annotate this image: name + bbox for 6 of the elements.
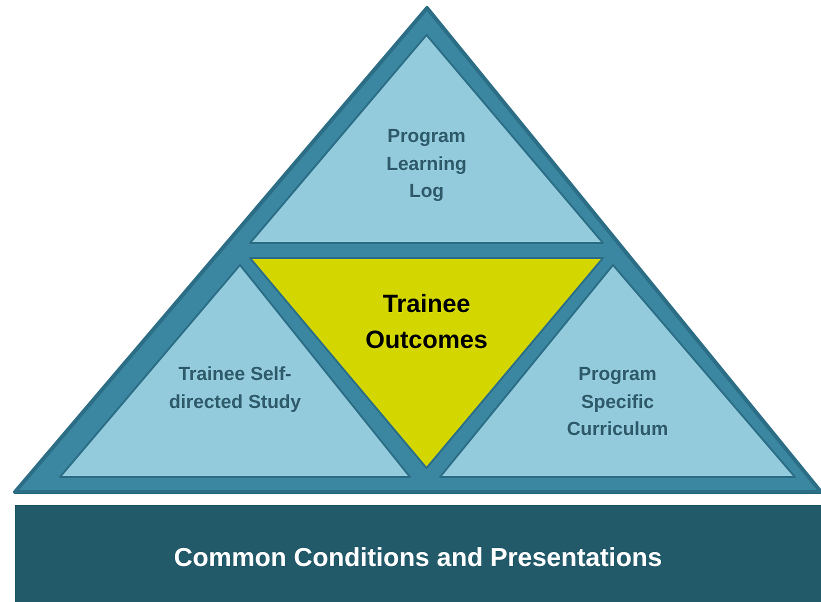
node-label: Common Conditions and Presentations [174,541,662,574]
base-band [15,505,821,602]
node-label: Program Learning Log [386,125,467,204]
node-label: Trainee Outcomes [365,289,488,356]
node-label: Program Specific Curriculum [566,363,668,442]
node-label: Trainee Self-directed Study [168,363,302,415]
